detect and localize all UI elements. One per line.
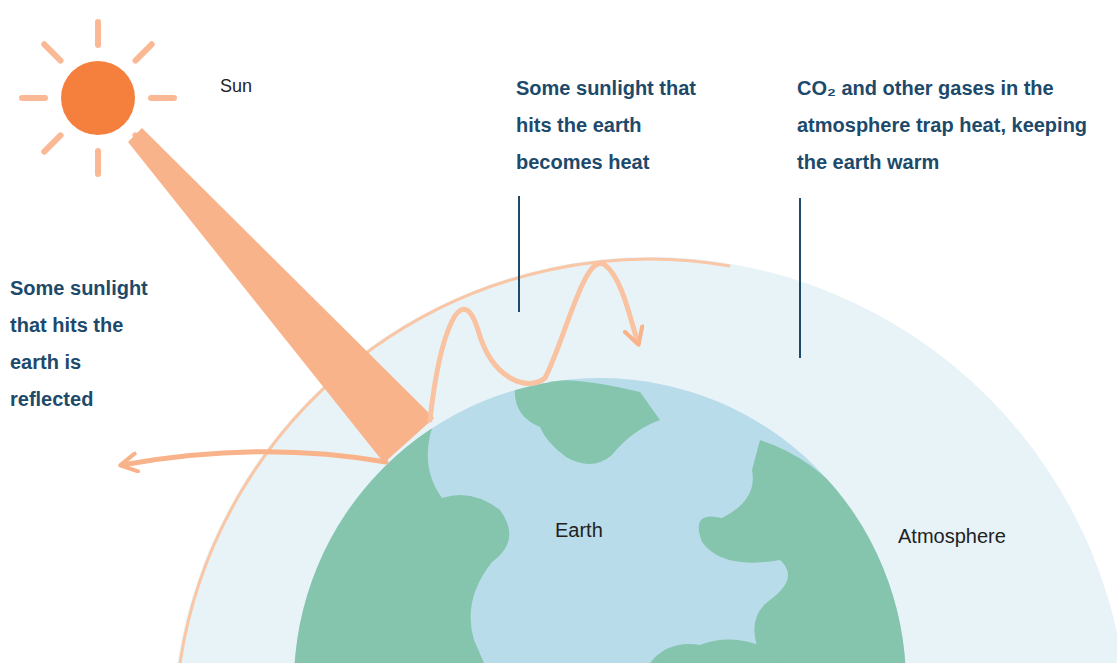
sun-ray [135, 135, 151, 151]
sun-ray [135, 44, 151, 60]
callout-text: Some sunlight that hits the earth is ref… [10, 270, 150, 418]
sun-ray [95, 151, 101, 174]
sun-ray [151, 95, 174, 101]
node-label: Earth [555, 519, 603, 542]
sun-ray [44, 135, 60, 151]
atmosphere-band: Atmosphere Earth [172, 257, 1117, 663]
land-mass [290, 428, 509, 663]
sun-icon-shape [10, 10, 300, 190]
sun-icon: Sun [10, 10, 300, 190]
atmosphere-fill [172, 257, 1117, 663]
node-label: Sun [220, 76, 252, 97]
land-mass [515, 380, 660, 464]
callout-text: CO₂ and other gases in the atmosphere tr… [797, 70, 1097, 181]
land-mass [650, 640, 780, 663]
node-label: Atmosphere [898, 525, 1006, 548]
land-mass [699, 440, 910, 663]
sun-ray [44, 44, 60, 60]
earth-globe: Earth [294, 378, 906, 663]
callout-text: Some sunlight that hits the earth become… [516, 70, 712, 181]
sun-ray [22, 95, 45, 101]
sun-disc [61, 61, 135, 135]
sun-ray [95, 22, 101, 45]
